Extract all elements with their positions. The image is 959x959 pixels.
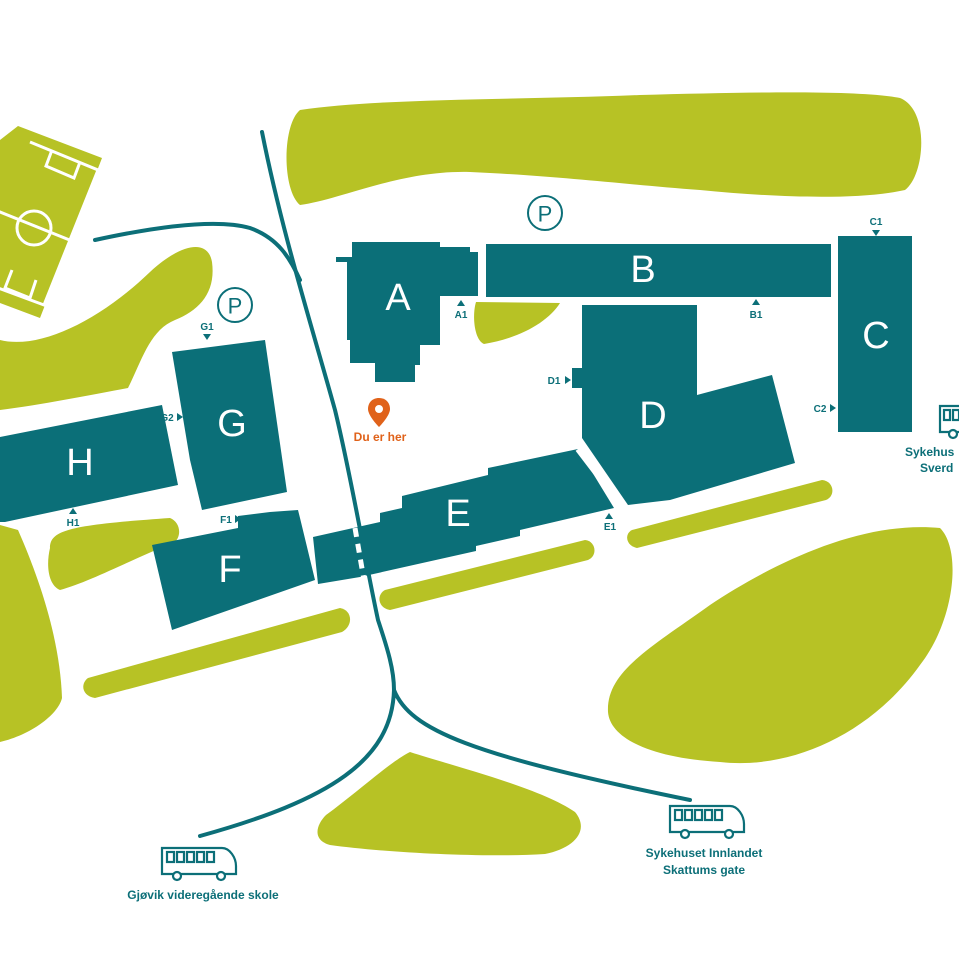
road-main-north-south: [260, 130, 396, 692]
green-areas: [0, 92, 953, 856]
parking-north: P: [527, 195, 563, 231]
football-field-markings: [0, 140, 100, 307]
entrance-a1: A1: [455, 300, 468, 321]
parking-icon: [527, 195, 563, 231]
arrow-up-icon: [752, 299, 760, 305]
road-southwest: [198, 688, 396, 838]
bus-icon: [668, 804, 746, 840]
entrance-c2-label: C2: [814, 404, 827, 415]
green-h-strip: [48, 518, 180, 590]
entrance-d1-label: D1: [548, 376, 561, 387]
arrow-right-icon: [830, 404, 836, 412]
green-a1-patch: [474, 302, 560, 344]
building-d: [582, 305, 795, 505]
bus-stop-gjovik-label: Gjøvik videregående skole: [127, 888, 279, 902]
buildings: [0, 236, 912, 630]
building-e-label: E: [445, 493, 470, 535]
building-f-label: F: [218, 549, 241, 591]
bus-icon: [160, 846, 238, 882]
entrance-h1-label: H1: [67, 518, 80, 529]
bus-icon: [938, 404, 959, 440]
bus-stop-east-line1: Sykehus: [905, 445, 955, 459]
roads: [93, 130, 692, 838]
arrow-right-icon: [565, 376, 571, 384]
entrance-c1: C1: [870, 217, 883, 236]
building-h-label: H: [66, 442, 93, 484]
entrance-f1-label: F1: [220, 515, 232, 526]
building-c: [838, 236, 912, 432]
bus-stop-east-line2: Sverd: [920, 461, 953, 475]
building-f: [152, 510, 315, 630]
green-south-triangle: [317, 752, 581, 856]
arrow-right-icon: [177, 413, 183, 421]
arrow-up-icon: [69, 508, 77, 514]
parking-north-label: P: [538, 202, 553, 227]
arrow-down-icon: [203, 334, 211, 340]
arrow-up-icon: [457, 300, 465, 306]
green-north-lawn: [286, 92, 922, 205]
entrance-a1-label: A1: [455, 310, 468, 321]
green-e-strip: [379, 540, 595, 610]
entrance-e1: E1: [604, 513, 617, 533]
green-f-strip: [83, 608, 351, 698]
building-g-label: G: [217, 403, 247, 445]
entrance-g2: G2: [160, 413, 183, 424]
building-b-label: B: [630, 249, 655, 291]
building-letters: A B C D E F G H: [66, 249, 889, 591]
arrow-up-icon: [605, 513, 613, 519]
building-a: [336, 242, 478, 382]
building-separators: [352, 447, 629, 581]
location-pin-icon: [368, 398, 390, 427]
entrance-g2-label: G2: [160, 413, 174, 424]
bus-stop-gjovik[interactable]: Gjøvik videregående skole: [127, 846, 279, 902]
arrow-down-icon: [872, 230, 880, 236]
entrance-h1: H1: [67, 508, 80, 529]
entrance-b1: B1: [750, 299, 763, 321]
entrance-g1: G1: [200, 322, 214, 340]
road-southeast: [392, 688, 692, 802]
building-c-label: C: [862, 315, 889, 357]
parking-west-label: P: [228, 294, 243, 319]
bus-stop-east[interactable]: Sykehus Sverd: [905, 404, 959, 475]
arrow-right-icon: [235, 515, 241, 523]
bus-stop-skattums-line2: Skattums gate: [663, 863, 745, 877]
bus-stop-skattums-line1: Sykehuset Innlandet: [646, 846, 763, 860]
entrance-d1: D1: [548, 368, 582, 388]
green-west-edge: [0, 525, 62, 742]
entrances: A1 B1 C1 C2 D1 E1 F1: [67, 217, 883, 533]
green-west-slope: [0, 247, 213, 410]
building-h: [0, 405, 178, 522]
parking-west: P: [217, 287, 253, 323]
entrance-c2: C2: [814, 404, 836, 415]
entrance-e1-label: E1: [604, 522, 617, 533]
road-west-curve: [93, 221, 302, 282]
building-a-label: A: [385, 277, 411, 319]
entrance-f1: F1: [220, 515, 241, 526]
you-are-here: Du er her: [354, 398, 407, 444]
bus-stop-skattums[interactable]: Sykehuset Innlandet Skattums gate: [646, 804, 763, 877]
building-e: [313, 449, 614, 584]
entrance-g1-label: G1: [200, 322, 214, 333]
entrance-c1-label: C1: [870, 217, 883, 228]
entrance-b1-label: B1: [750, 310, 763, 321]
building-g: [172, 340, 287, 510]
building-b: [486, 244, 831, 297]
green-southeast-lawn: [607, 527, 953, 764]
building-d-label: D: [639, 395, 666, 437]
parking-icon: [217, 287, 253, 323]
you-are-here-label: Du er her: [354, 430, 407, 444]
green-d-strip: [627, 480, 833, 548]
